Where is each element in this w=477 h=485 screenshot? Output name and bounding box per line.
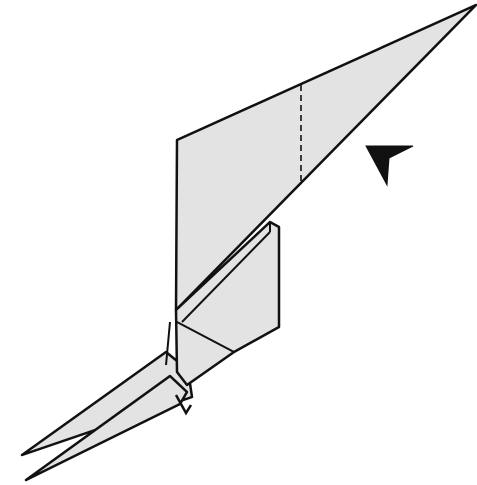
lower-flaps [20,350,194,482]
pocket-inner-diagonal [181,231,271,323]
front-pocket [174,220,281,387]
pocket-left-edge [165,321,171,366]
pocket-fold-crease [176,321,235,353]
flap-edge [174,394,193,416]
sink-arrow-icon [365,145,414,187]
main-flap [174,3,477,312]
right-lower-flap [24,374,189,482]
